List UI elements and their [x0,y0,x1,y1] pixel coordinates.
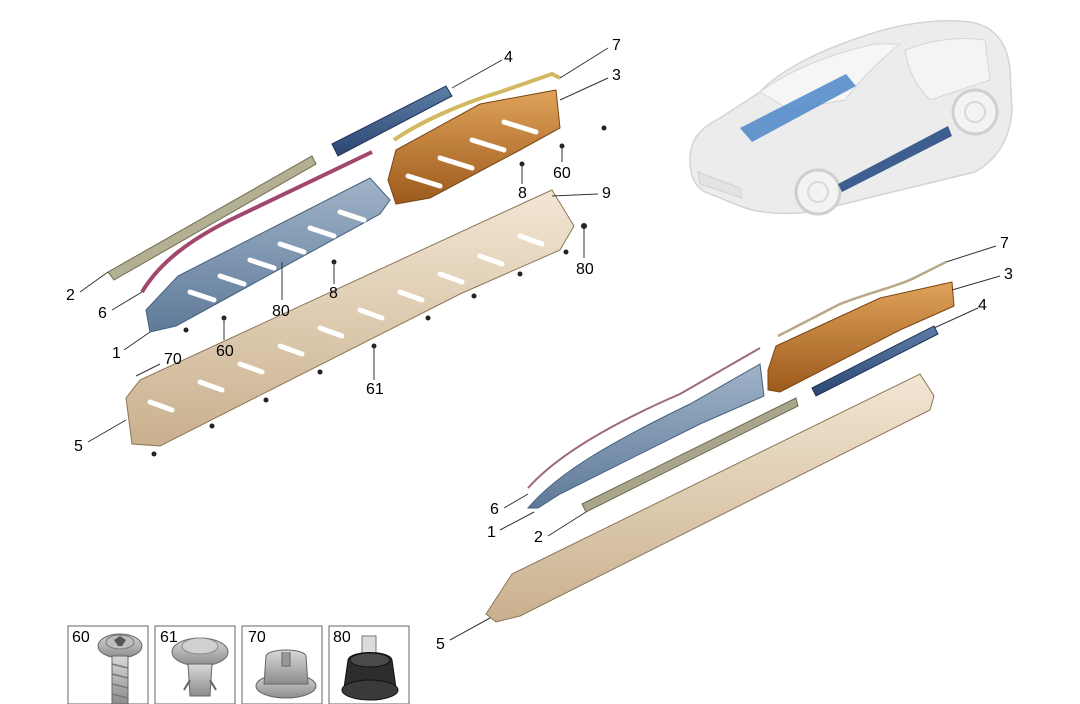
highlight-side-sill [838,126,952,192]
callout-upper-5: 5 [74,438,83,455]
part-1-inner-panel [145,177,391,333]
callout-upper-9: 9 [602,185,611,202]
lower-leader-lines [449,245,1001,641]
car-front-wheel [794,168,842,216]
part-6-seal [140,150,373,294]
callout-lower-4: 4 [978,297,987,314]
callout-upper-8a: 8 [518,185,527,202]
push-rivet-icon [171,637,229,697]
callout-lower-2: 2 [534,529,543,546]
clip-nut-icon [255,649,317,699]
fastener-thumb-70: 70 [241,625,323,704]
upper-callouts: 4 7 3 60 8 9 80 2 6 80 8 1 60 70 61 5 [66,37,621,455]
highlight-roof-panel [740,74,856,142]
callout-lower-3: 3 [1004,266,1013,283]
part-2-trim-strip [107,155,317,281]
fastener-thumb-80: 80 [328,625,410,704]
callout-upper-3: 3 [612,67,621,84]
grommet-clip-icon [341,635,399,701]
car-rear-hub [964,101,986,123]
callout-upper-80b: 80 [272,303,290,320]
lower-part-4-trim [811,325,939,397]
lower-callouts: 7 3 4 6 1 2 5 [436,235,1013,653]
upper-leader-lines [79,47,609,443]
part-3-clip-row [405,119,539,189]
vehicle-overview-illustration [689,20,1013,216]
callout-upper-80a: 80 [576,261,594,278]
torx-screw-icon [97,633,143,704]
upper-fastener-dots [151,125,607,457]
callout-lower-5: 5 [436,636,445,653]
fastener-label-70: 70 [248,629,266,646]
callout-upper-7: 7 [612,37,621,54]
callout-lower-6: 6 [490,501,499,518]
callout-upper-60a: 60 [553,165,571,182]
fastener-legend: 60 61 70 [67,625,410,704]
callout-upper-61: 61 [366,381,384,398]
callout-upper-1: 1 [112,345,121,362]
fastener-label-80: 80 [333,629,351,646]
car-windshield [759,43,902,111]
lower-part-6-seal [527,347,761,489]
part-5-side-sill [125,189,575,447]
part-1-clip-row [187,209,367,303]
lower-part-1-panel [526,363,765,509]
fastener-label-60: 60 [72,629,90,646]
car-front-hub [807,181,829,203]
car-side-window [904,38,991,101]
callout-upper-8b: 8 [329,285,338,302]
lower-part-2-strip [581,397,799,513]
callout-upper-6: 6 [98,305,107,322]
callout-lower-1: 1 [487,524,496,541]
lower-assembled-view: 7 3 4 6 1 2 5 [436,235,1013,653]
callout-upper-70: 70 [164,351,182,368]
car-rear-wheel [951,88,999,136]
callout-lower-7: 7 [1000,235,1009,252]
car-grille [697,171,743,199]
callout-upper-2: 2 [66,287,75,304]
part-7-seal [392,71,561,142]
lower-part-7-seal [777,260,947,338]
callout-upper-4: 4 [504,49,513,66]
part-4-upper-trim [331,85,453,157]
lower-part-5-side-sill [485,373,935,623]
callout-upper-60b: 60 [216,343,234,360]
lower-part-3-bracket [767,281,955,393]
part-5-clip-row [147,233,545,413]
fastener-thumb-60: 60 [67,625,149,704]
upper-exploded-view: 4 7 3 60 8 9 80 2 6 80 8 1 60 70 61 5 [66,37,621,457]
part-3-bracket [387,89,561,205]
fastener-thumb-61: 61 [154,625,236,704]
fastener-label-61: 61 [160,629,178,646]
